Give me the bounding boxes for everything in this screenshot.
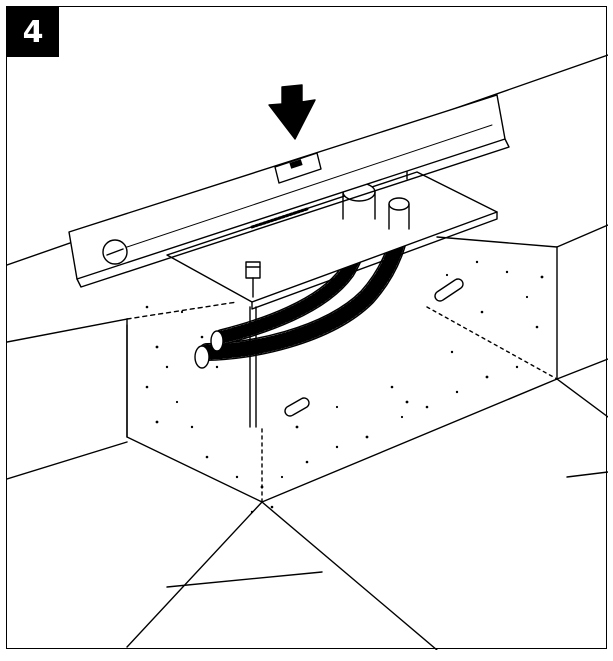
installation-illustration [7, 54, 608, 650]
step-number-badge: 4 [7, 7, 59, 57]
concrete-foundation [126, 236, 558, 514]
spirit-level-icon [68, 94, 510, 288]
ground-lines [7, 54, 608, 650]
down-arrow-icon [268, 84, 316, 140]
instruction-panel: 4 [6, 6, 608, 650]
